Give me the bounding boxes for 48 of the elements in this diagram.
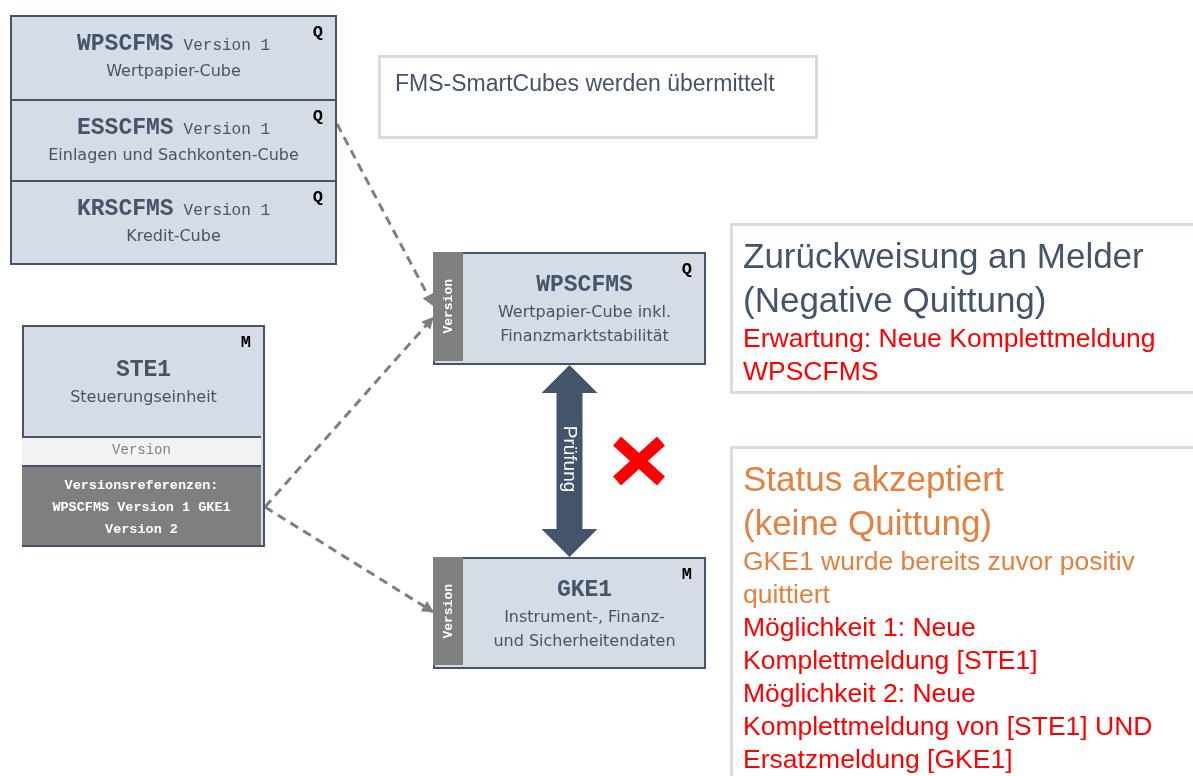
cube-code: STE1: [115, 357, 172, 383]
version-strip: [433, 252, 463, 361]
cube-code: WPSCFMS: [76, 31, 174, 57]
type-letter: Q: [312, 188, 323, 207]
cube-description: Wertpapier-Cube: [105, 60, 242, 82]
cube-box: [10, 15, 337, 101]
cube-box: [433, 557, 706, 669]
box-text: Versionsreferenzen: WPSCFMS Version 1 GKE1 Version 2: [52, 478, 231, 537]
version-references-panel: [22, 467, 261, 545]
cube-description: Instrument-, Finanz- und Sicherheitendaten: [492, 606, 677, 652]
type-letter: Q: [681, 260, 692, 279]
result-panel: [730, 223, 1193, 394]
version-band: [22, 436, 261, 467]
control-unit-box: [22, 325, 265, 547]
result-panel: [730, 446, 1193, 776]
version-number: Version 1: [183, 202, 270, 220]
panel-note: Erwartung: Neue Komplettmeldung WPSCFMS: [743, 322, 1157, 388]
box-text: FMS-SmartCubes werden übermittelt: [395, 70, 775, 96]
edge-label: Prüfung: [558, 425, 581, 493]
cube-code: GKE1: [556, 577, 613, 603]
version-number: Version 1: [183, 121, 270, 139]
cube-box: [10, 99, 337, 182]
type-letter: M: [681, 565, 692, 584]
cube-box: [433, 252, 706, 365]
cube-description: Kredit-Cube: [125, 225, 222, 247]
panel-heading: Status akzeptiert (keine Quittung): [743, 458, 1005, 544]
box-text: Version: [440, 583, 456, 639]
double-arrow: [541, 365, 598, 557]
panel-heading: Zurückweisung an Melder (Negative Quittung): [743, 235, 1145, 321]
cube-code: WPSCFMS: [536, 272, 633, 298]
box-text: Version: [112, 442, 171, 458]
type-letter: M: [240, 333, 251, 352]
version-number: Version 1: [183, 37, 270, 55]
type-letter: Q: [312, 23, 323, 42]
panel-note: GKE1 wurde bereits zuvor positiv quittiert: [743, 545, 1136, 611]
cube-description: Steuerungseinheit: [69, 386, 218, 408]
box-text: Version: [440, 279, 456, 334]
panel-note: Möglichkeit 1: Neue Komplettmeldung [STE1]: [743, 611, 1039, 677]
cube-box: [10, 180, 337, 265]
type-letter: Q: [312, 107, 323, 126]
cube-code: ESSCFMS: [76, 115, 174, 141]
cube-code: KRSCFMS: [76, 196, 174, 222]
cube-description: Einlagen und Sachkonten-Cube: [47, 144, 300, 166]
panel-note: Möglichkeit 2: Neue Komplettmeldung von [STE1] UND Ersatzmeldung [GKE1]: [743, 677, 1154, 776]
dashed-arrow: [264, 505, 434, 614]
note-box: [378, 55, 818, 139]
version-strip: [433, 557, 463, 665]
cube-description: Wertpapier-Cube inkl. Finanzmarktstabilität: [496, 301, 673, 347]
